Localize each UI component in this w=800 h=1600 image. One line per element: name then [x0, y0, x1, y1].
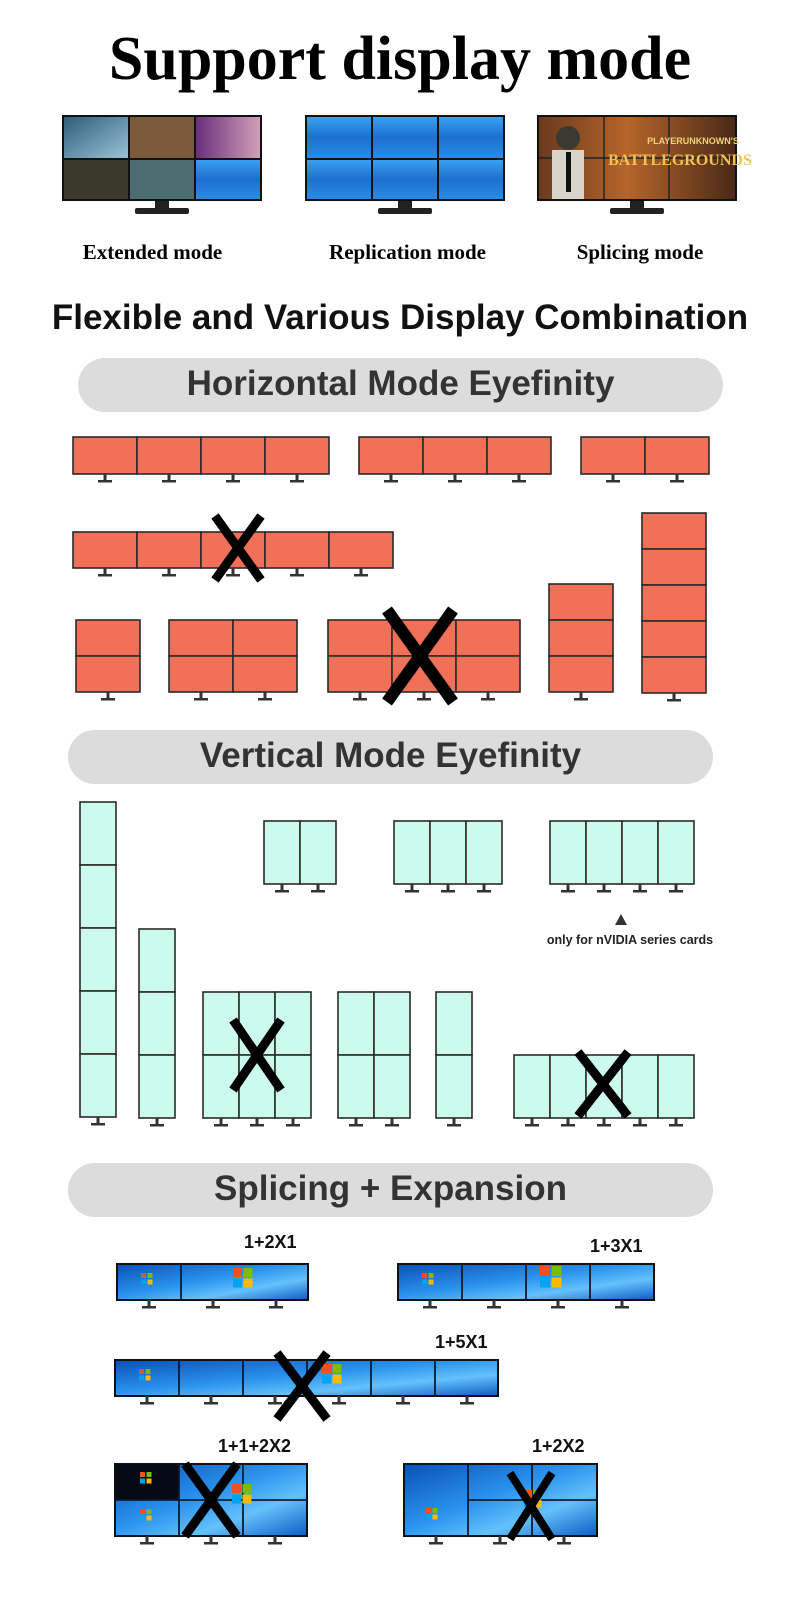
- horizontal-section-title: Horizontal Mode Eyefinity: [186, 364, 615, 403]
- splicing-section-title: Splicing + Expansion: [214, 1169, 567, 1208]
- splice-1-plus-1-plus-2x2-not-supported-x: [181, 1461, 241, 1539]
- splicing-mode-label: Splicing mode: [576, 240, 704, 264]
- splice-1-plus-2x1: [116, 1263, 309, 1309]
- h-arrangement-2x1: [580, 436, 710, 483]
- splice-1-plus-3x1: [397, 1263, 655, 1309]
- v-arrangement-1x5: [79, 801, 117, 1126]
- splice-label-5: 1+2X2: [532, 1436, 585, 1456]
- v-arrangement-3x1: [393, 820, 503, 893]
- h-arrangement-2x2: [168, 619, 298, 701]
- h-arrangement-1x3: [548, 583, 614, 701]
- h-arrangement-4x1: [72, 436, 330, 483]
- splicing-screen-text-1: PLAYERUNKNOWN'S: [647, 136, 739, 146]
- page-title: Support display mode: [108, 25, 692, 93]
- splice-label-4: 1+1+2X2: [218, 1436, 292, 1456]
- splicing-section-pill: Splicing + Expansion: [68, 1163, 713, 1217]
- horizontal-section-pill: Horizontal Mode Eyefinity: [78, 358, 723, 412]
- subtitle: Flexible and Various Display Combination: [51, 298, 749, 337]
- h-arrangement-1x5: [641, 512, 707, 702]
- extended-mode-label: Extended mode: [82, 240, 223, 264]
- v-5x1-not-supported-x: [574, 1049, 632, 1119]
- v-arrangement-2x2: [337, 991, 411, 1127]
- vertical-section-pill: Vertical Mode Eyefinity: [68, 730, 713, 784]
- v-arrangement-1x2: [435, 991, 473, 1127]
- vertical-section-title: Vertical Mode Eyefinity: [199, 736, 582, 775]
- v-3x2-not-supported-x: [229, 1017, 285, 1093]
- splicing-mode-monitor: PLAYERUNKNOWN'S BATTLEGROUNDS: [537, 115, 752, 214]
- splice-label-1: 1+2X1: [244, 1232, 297, 1252]
- replication-mode-monitor: [305, 115, 505, 214]
- splice-1-plus-1-plus-2x2: [114, 1463, 308, 1545]
- extended-mode-monitor: [62, 115, 262, 214]
- replication-mode-label: Replication mode: [329, 240, 486, 264]
- h-arrangement-1x2: [75, 619, 141, 701]
- splice-label-3: 1+5X1: [435, 1332, 488, 1352]
- splice-1-plus-2x2-not-supported-x: [506, 1470, 556, 1542]
- v-arrangement-2x1: [263, 820, 337, 893]
- splice-label-2: 1+3X1: [590, 1236, 643, 1256]
- splice-1-plus-2x2: [403, 1463, 598, 1545]
- h-arrangement-3x1: [358, 436, 552, 483]
- splicing-screen-text-2: BATTLEGROUNDS: [608, 152, 752, 169]
- v-arrangement-1x3: [138, 928, 176, 1127]
- nvidia-note: only for nVIDIA series cards: [546, 933, 714, 947]
- v-arrangement-4x1: [549, 820, 695, 893]
- splice-1-plus-5x1-not-supported-x: [273, 1350, 331, 1422]
- h-3x2-not-supported-x: [382, 606, 458, 706]
- h-5x1-not-supported-x: [211, 513, 265, 583]
- nvidia-note-arrow: [615, 914, 627, 925]
